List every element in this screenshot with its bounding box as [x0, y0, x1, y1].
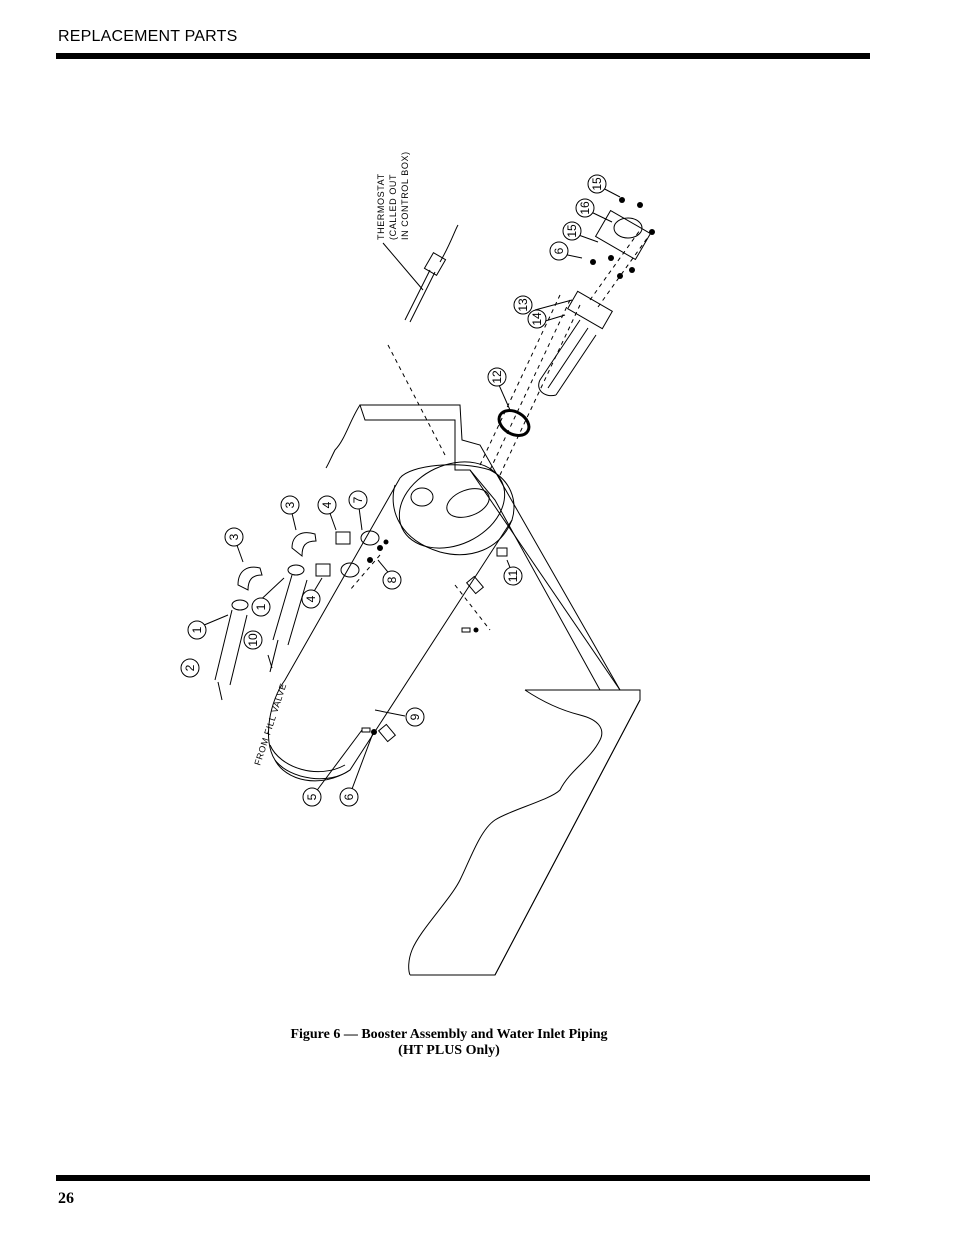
thermostat-label: THERMOSTAT (CALLED OUT IN CONTROL BOX) — [376, 151, 410, 240]
tank-end-cap — [398, 461, 506, 549]
fill-valve-leader — [269, 639, 279, 673]
callout-14: 14 — [527, 309, 547, 329]
pipe-10-end — [287, 564, 305, 576]
figure-caption: Figure 6 — Booster Assembly and Water In… — [0, 1027, 898, 1059]
element-flange — [566, 290, 614, 330]
fitting-4b — [335, 531, 351, 545]
screw-lower — [461, 627, 471, 633]
thermostat-wire — [439, 224, 459, 263]
callout-7: 7 — [348, 490, 368, 510]
callout-6a: 6 — [339, 787, 359, 807]
callout-15b: 15 — [587, 174, 607, 194]
tank-flange-opening — [446, 488, 490, 518]
caption-line-1: Figure 6 — Booster Assembly and Water In… — [290, 1027, 608, 1042]
cabinet-frame — [359, 404, 621, 691]
fitting-7a — [340, 562, 360, 578]
svg-text:2: 2 — [183, 664, 197, 671]
tank-bottom-rim — [274, 759, 351, 782]
callout-15a: 15 — [562, 221, 582, 241]
svg-text:4: 4 — [320, 501, 334, 508]
gasket-ring — [497, 409, 531, 437]
svg-text:15: 15 — [590, 177, 604, 191]
svg-text:FROM FILL VALVE: FROM FILL VALVE — [252, 682, 288, 767]
section-title: REPLACEMENT PARTS — [58, 28, 238, 45]
thermostat-leader — [382, 242, 424, 291]
cabinet-side-line — [469, 469, 621, 691]
callout-2: 2 — [180, 658, 200, 678]
svg-text:7: 7 — [351, 496, 365, 503]
callout-11: 11 — [503, 566, 523, 586]
svg-text:14: 14 — [530, 312, 544, 326]
arrow-out — [217, 681, 223, 701]
callout-3b: 3 — [280, 495, 300, 515]
callout-6b: 6 — [549, 241, 569, 261]
cabinet-lower-panel — [410, 689, 641, 976]
fitting-7b — [360, 530, 380, 546]
callout-1b: 1 — [251, 597, 271, 617]
svg-text:10: 10 — [246, 633, 260, 647]
svg-text:13: 13 — [516, 298, 530, 312]
callout-13: 13 — [513, 295, 533, 315]
svg-text:9: 9 — [408, 713, 422, 720]
pipe-2-end — [231, 599, 249, 611]
thermostat-head — [423, 252, 447, 276]
screw-5 — [361, 727, 371, 733]
svg-text:5: 5 — [305, 793, 319, 800]
footer-rule — [56, 1175, 870, 1181]
callout-4b: 4 — [301, 589, 321, 609]
page-number: 26 — [58, 1190, 74, 1207]
callout-9: 9 — [405, 707, 425, 727]
callout-5: 5 — [302, 787, 322, 807]
heating-element — [538, 319, 597, 397]
svg-text:(CALLED OUT: (CALLED OUT — [388, 174, 398, 240]
element-cover-dome — [613, 217, 643, 239]
elbow-3a — [237, 566, 263, 591]
cabinet-break-right — [408, 689, 603, 976]
svg-text:12: 12 — [490, 370, 504, 384]
callout-8: 8 — [382, 570, 402, 590]
svg-text:THERMOSTAT: THERMOSTAT — [376, 173, 386, 240]
cabinet-break-top — [325, 404, 361, 469]
fill-valve-label: FROM FILL VALVE — [252, 682, 288, 767]
callout-12: 12 — [487, 367, 507, 387]
svg-text:11: 11 — [506, 569, 520, 582]
svg-text:16: 16 — [578, 201, 592, 215]
svg-text:6: 6 — [342, 793, 356, 800]
svg-text:8: 8 — [385, 576, 399, 583]
svg-text:1: 1 — [254, 603, 268, 610]
svg-text:4: 4 — [304, 595, 318, 602]
tank-bottom-rim-2 — [269, 744, 346, 773]
caption-line-2: (HT PLUS Only) — [398, 1043, 500, 1058]
header-rule — [56, 53, 870, 59]
svg-text:6: 6 — [552, 247, 566, 254]
svg-text:1: 1 — [190, 626, 204, 633]
tank-body — [268, 464, 515, 780]
fitting-11 — [496, 547, 508, 557]
cabinet-break-lower — [494, 699, 641, 976]
bracket-lower — [465, 575, 485, 595]
callout-3a: 3 — [224, 527, 244, 547]
callout-16: 16 — [575, 198, 595, 218]
tank-outlet-boss — [410, 487, 434, 507]
fitting-4a — [315, 563, 331, 577]
element-cover-plate — [594, 209, 652, 261]
callout-4a: 4 — [317, 495, 337, 515]
svg-text:15: 15 — [565, 224, 579, 238]
svg-text:3: 3 — [227, 533, 241, 540]
tank-end-rim — [392, 484, 513, 556]
callout-10: 10 — [243, 630, 263, 650]
bracket-9 — [377, 723, 397, 743]
svg-text:IN CONTROL BOX): IN CONTROL BOX) — [400, 151, 410, 240]
thermostat-probe — [404, 269, 436, 323]
part-callouts: 1 2 3 3 1 10 4 4 7 8 9 5 6 11 12 13 14 6… — [180, 174, 607, 807]
callout-1a: 1 — [187, 620, 207, 640]
pipe-10 — [272, 574, 308, 646]
pipe-2 — [214, 609, 248, 686]
elbow-3b — [291, 532, 317, 558]
svg-text:3: 3 — [283, 501, 297, 508]
